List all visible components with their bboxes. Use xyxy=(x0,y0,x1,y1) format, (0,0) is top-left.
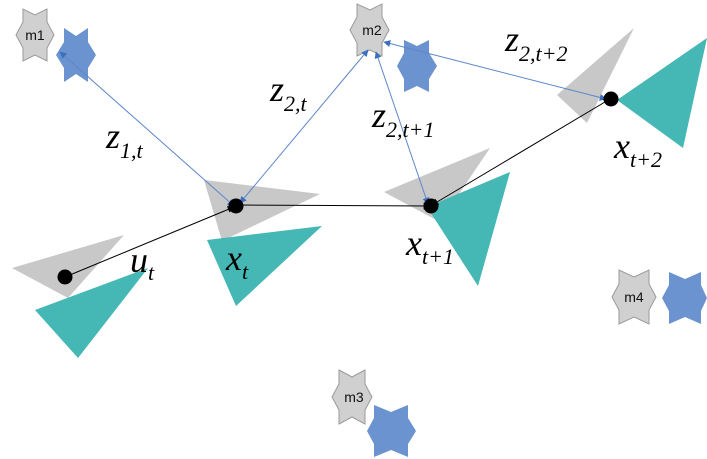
pose-x-t2 xyxy=(557,28,707,148)
m1-gray-star xyxy=(15,8,55,62)
m1-label: m1 xyxy=(25,27,45,43)
pose-u-teal-triangle xyxy=(35,268,148,358)
m4-label: m4 xyxy=(624,289,644,305)
label-x-t2: xt+2 xyxy=(613,126,662,172)
label-u-t: ut xyxy=(130,240,155,285)
observation-z1t-line xyxy=(59,51,235,207)
pose-u xyxy=(12,235,148,358)
motion-xt-xt1-line xyxy=(235,201,431,210)
pose-x-t2-teal-triangle xyxy=(617,38,707,148)
pose-x-t-teal-triangle xyxy=(207,226,322,306)
landmark-m3: m3 xyxy=(331,369,416,457)
m2-blue-star xyxy=(397,40,437,92)
m2-label: m2 xyxy=(362,22,382,38)
m3-blue-star xyxy=(367,405,416,457)
pose-x-t1-dot xyxy=(423,198,439,214)
label-z1t: z1,t xyxy=(105,116,144,163)
label-x-t: xt xyxy=(225,238,249,284)
motion-u-line xyxy=(64,206,235,278)
label-x-t1: xt+1 xyxy=(405,223,454,269)
m1-blue-star xyxy=(56,28,96,82)
m4-blue-star xyxy=(662,272,707,324)
landmark-m1: m1 xyxy=(15,8,96,82)
observation-z2t2-line xyxy=(383,40,607,101)
pose-x-t2-gray-triangle xyxy=(557,28,634,123)
m3-label: m3 xyxy=(344,389,364,405)
pose-x-t-dot xyxy=(228,198,244,214)
motion-xt1-xt2-line xyxy=(431,98,611,206)
m4-gray-star xyxy=(611,269,657,325)
landmark-m2: m2 xyxy=(349,3,437,92)
label-z2t1: z2,t+1 xyxy=(371,95,434,142)
observation-z2t-line xyxy=(239,49,369,204)
m3-gray-star xyxy=(331,369,373,425)
label-z2t: z2,t xyxy=(269,69,308,116)
pose-x-t2-dot xyxy=(603,91,619,107)
pose-x-t xyxy=(204,180,322,306)
landmark-m4: m4 xyxy=(611,269,707,325)
label-z2t2: z2,t+2 xyxy=(504,19,567,66)
pose-u-dot xyxy=(57,269,73,285)
